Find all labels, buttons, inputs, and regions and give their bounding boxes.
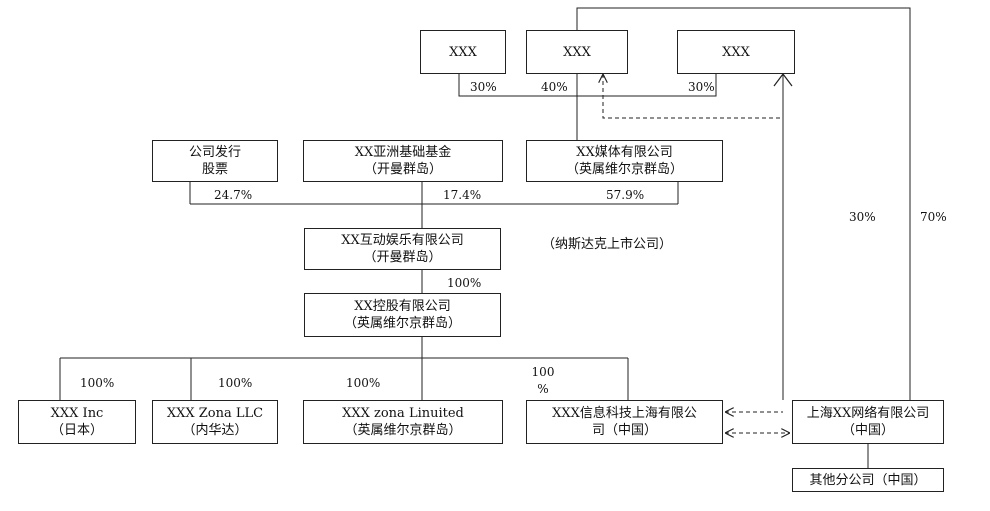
entity-shares-issued: 公司发行 股票 [152, 140, 278, 182]
pct-interactive-to-holding: 100% [447, 276, 482, 290]
entity-xxx-c: XXX [677, 30, 795, 74]
pct-c-to-media: 30% [688, 80, 715, 94]
pct-to-infotech: 100 % [531, 365, 555, 396]
pct-b-to-media: 40% [541, 80, 568, 94]
pct-shares-stake: 24.7% [214, 188, 253, 202]
entity-xxx-a: XXX [420, 30, 506, 74]
b-to-network-line [576, 7, 911, 400]
entity-asia-fund: XX亚洲基础基金 （开曼群岛） [303, 140, 503, 182]
pct-to-inc: 100% [80, 376, 115, 390]
entity-info-tech: XXX信息科技上海有限公 司（中国） [526, 400, 723, 444]
dashed-vie-arrow-b [603, 74, 783, 119]
pct-b-to-network: 70% [920, 210, 947, 224]
entity-interactive: XX互动娱乐有限公司 （开曼群岛） [304, 228, 501, 270]
pct-a-to-media: 30% [470, 80, 497, 94]
entity-zona-llc: XXX Zona LLC （内华达） [152, 400, 278, 444]
top-holders-bracket [458, 73, 717, 97]
entity-xxx-b: XXX [526, 30, 628, 74]
entity-media: XX媒体有限公司 （英属维尔京群岛） [526, 140, 723, 182]
entity-zona-limited: XXX zona Linuited （英属维尔京群岛） [303, 400, 503, 444]
pct-c-to-network: 30% [849, 210, 876, 224]
nasdaq-note: （纳斯达克上市公司） [542, 237, 673, 252]
entity-branches: 其他分公司（中国） [792, 468, 944, 492]
entity-network: 上海XX网络有限公司 （中国） [792, 400, 944, 444]
pct-fund-stake: 17.4% [443, 188, 482, 202]
arrowhead-to-xxx-c [773, 73, 793, 87]
pct-to-llc: 100% [218, 376, 253, 390]
pct-to-limited: 100% [346, 376, 381, 390]
entity-holding: XX控股有限公司 （英属维尔京群岛） [304, 293, 501, 337]
pct-media-stake: 57.9% [606, 188, 645, 202]
entity-inc-japan: XXX Inc （日本） [18, 400, 136, 444]
